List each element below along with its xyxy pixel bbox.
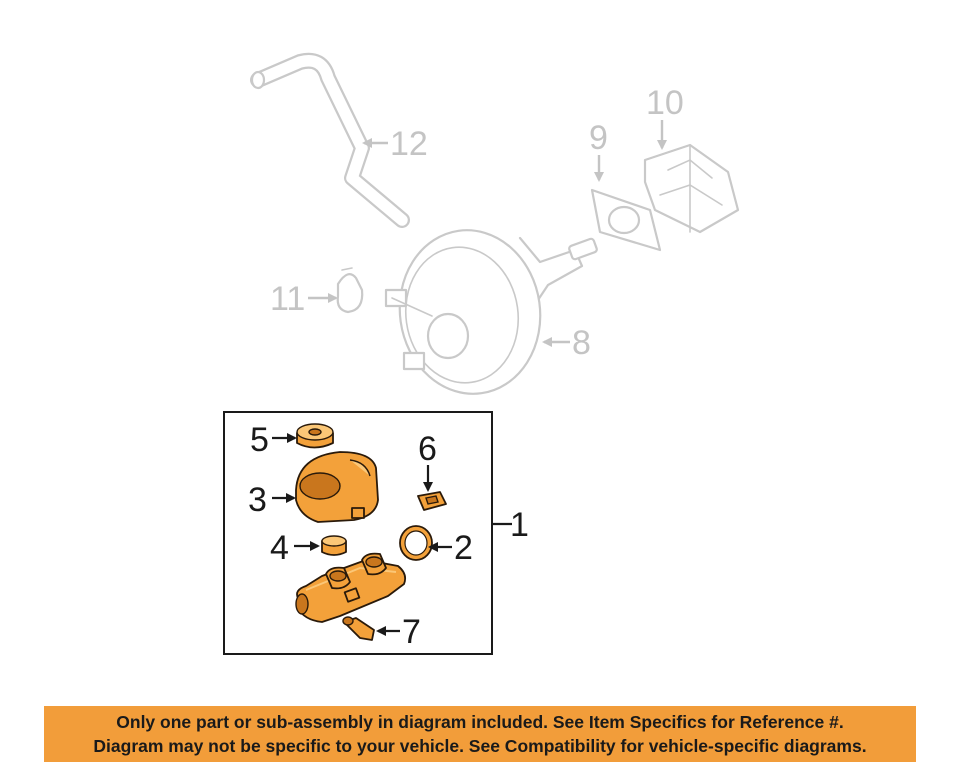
callout-8: 8 [572, 324, 591, 362]
master-cylinder-part [295, 552, 407, 623]
disclaimer-line-1: Only one part or sub-assembly in diagram… [116, 712, 844, 732]
grommet-part [321, 535, 347, 556]
callout-6: 6 [418, 430, 437, 468]
reservoir-part [295, 451, 379, 523]
callout-12: 12 [390, 125, 428, 163]
level-sensor-part [417, 491, 447, 511]
callout-11: 11 [270, 280, 305, 318]
callout-2: 2 [454, 529, 473, 567]
callout-3: 3 [248, 481, 267, 519]
callout-7: 7 [402, 613, 421, 651]
gasket-part [590, 188, 662, 252]
damper-part [643, 143, 740, 234]
assembly-box [223, 411, 493, 655]
reservoir-cap-part [296, 423, 334, 449]
parts-diagram: 12 10 9 8 11 1 5 [223, 52, 740, 655]
seal-ring-part [399, 525, 433, 561]
callout-9: 9 [589, 119, 608, 157]
callout-4: 4 [270, 529, 289, 567]
brake-booster-part [384, 229, 598, 395]
disclaimer-banner: Only one part or sub-assembly in diagram… [44, 706, 916, 762]
callout-10: 10 [646, 84, 684, 122]
callout-5: 5 [250, 421, 269, 459]
vacuum-hose-part [250, 52, 410, 228]
clip-part [336, 267, 364, 314]
pressure-switch-part [342, 616, 375, 641]
callout-1: 1 [510, 506, 529, 544]
disclaimer-line-2: Diagram may not be specific to your vehi… [93, 736, 867, 756]
